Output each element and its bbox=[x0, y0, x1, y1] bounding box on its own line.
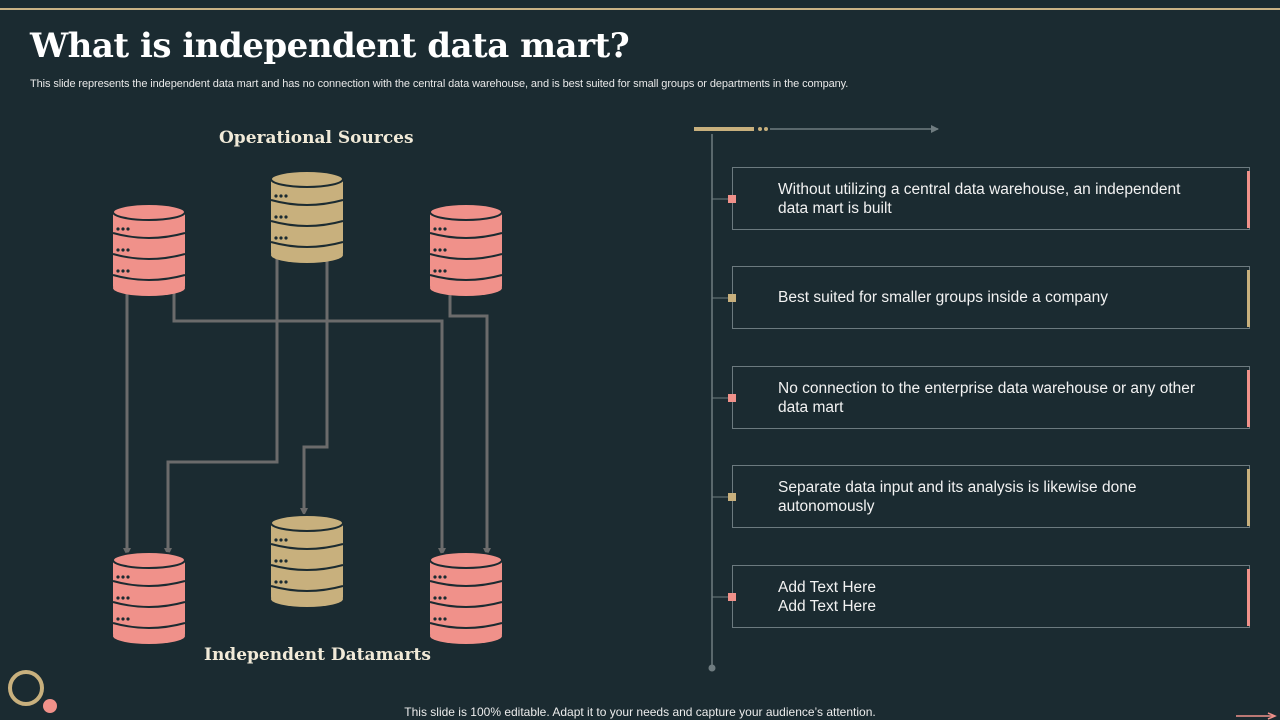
database-icon bbox=[112, 551, 186, 644]
timeline-end-dot bbox=[708, 664, 716, 672]
point-text: Add Text Here Add Text Here bbox=[778, 578, 876, 615]
page-subtitle: This slide represents the independent da… bbox=[30, 78, 849, 90]
point-card: Separate data input and its analysis is … bbox=[732, 465, 1250, 528]
database-icon bbox=[429, 203, 503, 296]
operational-sources-label: Operational Sources bbox=[219, 128, 414, 148]
point-text: Separate data input and its analysis is … bbox=[778, 478, 1137, 515]
point-card: Add Text Here Add Text Here bbox=[732, 565, 1250, 628]
decorative-dot bbox=[43, 699, 57, 713]
point-card: Best suited for smaller groups inside a … bbox=[732, 266, 1250, 329]
point-marker bbox=[728, 493, 736, 501]
connector-src3-to-mart3 bbox=[448, 288, 491, 556]
point-text: Best suited for smaller groups inside a … bbox=[778, 289, 1108, 306]
footer-note: This slide is 100% editable. Adapt it to… bbox=[404, 705, 876, 719]
point-text: Without utilizing a central data warehou… bbox=[778, 180, 1181, 217]
connector-lines bbox=[123, 255, 491, 556]
timeline bbox=[694, 125, 939, 672]
timeline-dot bbox=[764, 127, 768, 131]
point-marker bbox=[728, 294, 736, 302]
database-icon bbox=[429, 551, 503, 644]
point-marker bbox=[728, 195, 736, 203]
database-icon bbox=[112, 203, 186, 296]
connector-src2-to-mart2 bbox=[300, 255, 329, 516]
top-rule bbox=[0, 8, 1280, 10]
timeline-header-bar bbox=[694, 127, 754, 131]
database-icon bbox=[270, 514, 344, 607]
connector-src1-to-mart3 bbox=[172, 288, 446, 556]
card-accent bbox=[1247, 370, 1250, 427]
timeline-dot bbox=[758, 127, 762, 131]
point-text: No connection to the enterprise data war… bbox=[778, 379, 1196, 416]
card-accent bbox=[1247, 270, 1250, 327]
ring-icon bbox=[8, 670, 44, 706]
page-title: What is independent data mart? bbox=[30, 26, 630, 66]
point-card: No connection to the enterprise data war… bbox=[732, 366, 1250, 429]
card-accent bbox=[1247, 569, 1250, 626]
point-card: Without utilizing a central data warehou… bbox=[732, 167, 1250, 230]
connector-src2-to-mart1 bbox=[164, 255, 279, 556]
point-marker bbox=[728, 593, 736, 601]
point-marker bbox=[728, 394, 736, 402]
database-icon bbox=[270, 170, 344, 263]
card-accent bbox=[1247, 171, 1250, 228]
card-accent bbox=[1247, 469, 1250, 526]
independent-datamarts-label: Independent Datamarts bbox=[204, 645, 431, 665]
